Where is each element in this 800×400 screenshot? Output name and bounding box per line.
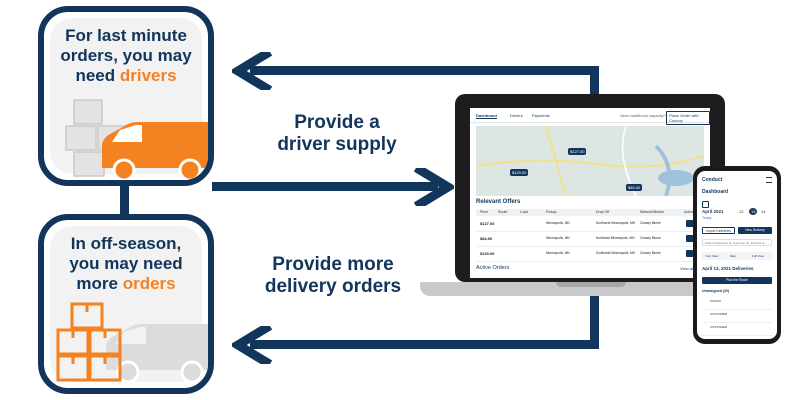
list-item[interactable]: CUSTOMER	[702, 310, 772, 323]
unassigned-group[interactable]: Unassigned (20)	[702, 289, 730, 293]
callout-line: need drivers	[44, 66, 208, 86]
item-label: CUSTOMER	[710, 325, 728, 329]
label-line: driver supply	[277, 134, 397, 155]
column-header: Drop Off	[596, 210, 610, 214]
plan-route-button[interactable]: Plan the Route	[702, 277, 772, 284]
map-price-pin[interactable]: $85.00	[626, 184, 643, 191]
callout-highlight: orders	[122, 274, 176, 293]
list-item[interactable]: PICKUP	[702, 297, 772, 310]
arrow-left-icon	[232, 326, 272, 364]
tab-payments[interactable]: Payments	[532, 113, 550, 118]
import-deliveries-button[interactable]: Import Deliveries	[702, 227, 735, 234]
laptop-base	[420, 282, 760, 296]
page-title: Dashboard	[702, 189, 729, 195]
item-label: CUSTOMER	[710, 312, 728, 316]
delivery-van-icon	[106, 324, 208, 384]
today-link[interactable]: Today	[702, 216, 712, 220]
offer-dropoff: Northwest Minneapolis, MN	[596, 221, 635, 225]
offer-broker: Chasey Blume	[640, 221, 661, 225]
callout-line: orders, you may	[60, 46, 192, 65]
week-day-selected[interactable]: 13	[749, 208, 758, 215]
offer-broker: Chasey Blume	[640, 251, 661, 255]
callout-text: For last minute orders, you may need dri…	[44, 26, 208, 86]
flow-line-bottom-horizontal	[250, 340, 598, 349]
offer-dropoff: Southeast Minneapolis, MN	[596, 251, 635, 255]
laptop-notch	[556, 282, 626, 287]
list-item[interactable]: CUSTOMER	[702, 323, 772, 336]
menu-icon[interactable]	[766, 177, 772, 183]
dashboard-tabs: Dashboard Drivers Payments Need addition…	[470, 108, 710, 125]
delivery-orders-label: Provide more delivery orders	[248, 254, 418, 298]
offer-price: $84.00	[480, 236, 493, 241]
orders-callout-box: In off-season, you may need more orders	[38, 214, 214, 394]
offer-price: $127.00	[480, 221, 495, 226]
offer-broker: Chasey Blume	[640, 236, 661, 240]
arrow-left-icon	[232, 52, 272, 90]
tab-dashboard[interactable]: Dashboard	[476, 113, 497, 119]
map-roads	[476, 126, 704, 196]
label-line: Provide more	[272, 254, 394, 275]
item-label: PICKUP	[710, 299, 722, 303]
view-toggle: Your View Map Full View	[702, 252, 772, 260]
relevant-offers-title: Relevant Offers	[476, 199, 521, 205]
phone-screen: Conduct Dashboard April 2021 Today 12 13…	[697, 171, 777, 339]
current-date: April 2021	[702, 209, 724, 214]
segment-your-view[interactable]: Your View	[705, 254, 719, 258]
new-delivery-button[interactable]: New Delivery	[738, 227, 772, 234]
week-day[interactable]: 14	[761, 209, 766, 214]
table-row: $84.00 Minneapolis, MN Northeast Minneap…	[476, 232, 704, 247]
column-header: Network/Broker	[640, 210, 665, 214]
callout-line: For last minute	[65, 26, 187, 45]
capacity-text: Need additional capacity?	[620, 113, 666, 118]
column-header: Actions	[684, 210, 696, 214]
map-price-pin[interactable]: $120.00	[510, 169, 529, 176]
table-row: $127.00 Minneapolis, MN Northwest Minnea…	[476, 217, 704, 232]
offer-pickup: Minneapolis, MN	[546, 236, 570, 240]
flow-line-bottom-vertical	[590, 296, 599, 349]
flow-line-top-horizontal	[250, 66, 598, 75]
week-day[interactable]: 12	[739, 209, 744, 214]
flow-line-middle-horizontal	[212, 182, 438, 191]
callout-text: In off-season, you may need more orders	[44, 234, 208, 294]
offer-dropoff: Northeast Minneapolis, MN	[596, 236, 635, 240]
active-orders-title: Active Orders	[476, 265, 510, 271]
tab-drivers[interactable]: Drivers	[510, 113, 523, 118]
drivers-callout-box: For last minute orders, you may need dri…	[38, 6, 214, 186]
column-header: Price	[480, 210, 488, 214]
delivery-van-icon	[102, 122, 208, 180]
table-row: $120.00 Minneapolis, MN Southeast Minnea…	[476, 247, 704, 262]
callout-line: In off-season,	[70, 234, 182, 253]
deliveries-title: April 13, 2021 Deliveries	[702, 266, 754, 271]
column-header: Load	[520, 210, 528, 214]
driver-supply-label: Provide a driver supply	[262, 112, 412, 156]
callout-prefix: more	[76, 274, 123, 293]
callout-highlight: drivers	[119, 66, 177, 85]
segment-map[interactable]: Map	[730, 254, 736, 258]
callout-prefix: need	[75, 66, 120, 85]
laptop-screen: Dashboard Drivers Payments Need addition…	[470, 108, 710, 278]
label-line: delivery orders	[264, 276, 402, 297]
label-line: Provide a	[294, 112, 380, 133]
offer-pickup: Minneapolis, MN	[546, 221, 570, 225]
offers-table-header: Price Route Load Pickup Drop Off Network…	[476, 209, 704, 216]
callout-line: you may need	[69, 254, 183, 273]
flow-line-connector-vertical	[120, 180, 129, 222]
offer-pickup: Minneapolis, MN	[546, 251, 570, 255]
flow-line-top-vertical	[590, 66, 599, 100]
place-order-button[interactable]: Place Order with Convoy	[666, 111, 710, 125]
map-price-pin[interactable]: $127.00	[568, 148, 587, 155]
arrow-right-icon	[414, 168, 454, 206]
column-header: Route	[498, 210, 508, 214]
offer-price: $120.00	[480, 251, 495, 256]
column-header: Pickup	[546, 210, 557, 214]
offers-map[interactable]: $127.00 $120.00 $85.00	[476, 126, 704, 196]
segment-full-view[interactable]: Full View	[752, 254, 765, 258]
view-all-link[interactable]: View all	[680, 266, 694, 271]
search-input[interactable]: Search deliveries by customer ID, addres…	[702, 239, 772, 246]
app-logo: Conduct	[702, 177, 723, 183]
calendar-icon[interactable]	[702, 201, 709, 208]
boxes-icon	[56, 302, 122, 382]
callout-line: more orders	[44, 274, 208, 294]
